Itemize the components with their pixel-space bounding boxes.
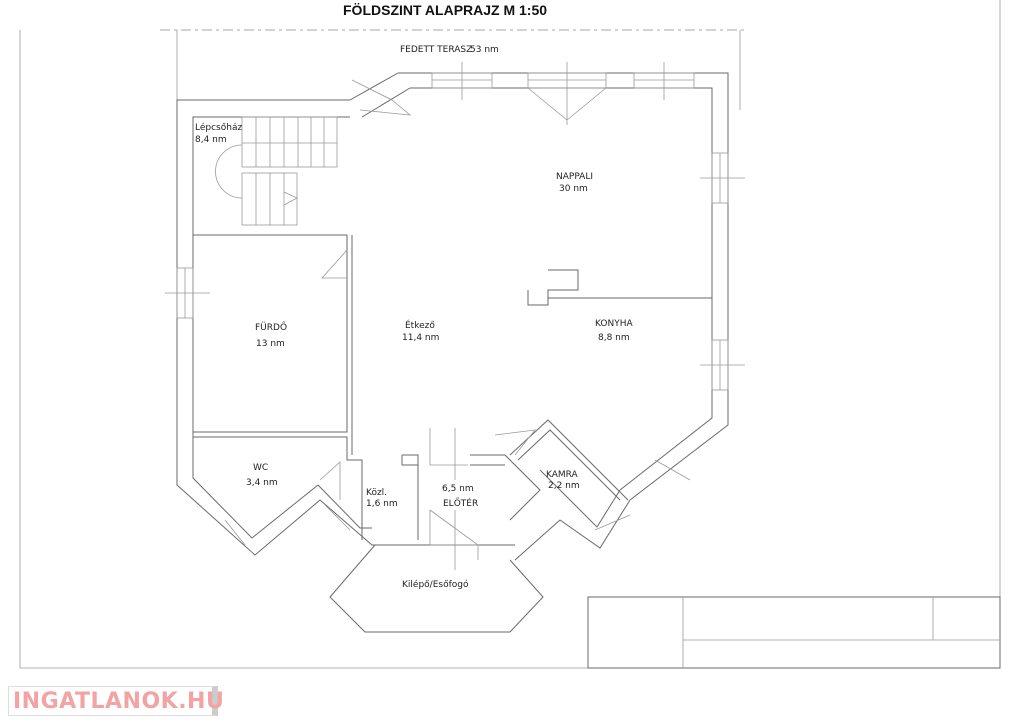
sheet-frame [19,0,1001,669]
plan-title: FÖLDSZINT ALAPRAJZ M 1:50 [343,2,548,18]
watermark-text: INGATLANOK.HU [13,688,225,714]
konyha-area: 8,8 nm [598,333,630,343]
outer-walls [176,72,729,633]
etkezo-area: 11,4 nm [402,333,439,343]
nappali-name: NAPPALI [556,172,593,182]
kozl-name: Közl. [366,488,387,498]
windows [165,62,745,570]
wc-area: 3,4 nm [246,478,278,488]
terasz-name: FEDETT TERASZ [400,45,472,55]
wc-name: WC [253,463,268,473]
konyha-name: KONYHA [595,319,633,329]
title-block [587,596,1001,669]
eloter-area: 6,5 nm [442,484,474,494]
room-labels: FEDETT TERASZ 53 nm Lépcsőház 8,4 nm NAP… [195,45,633,590]
eloter-name: ELŐTÉR [443,497,478,509]
kozl-area: 1,6 nm [366,499,398,509]
etkezo-name: Étkező [405,319,435,331]
watermark-logo: INGATLANOK.HU [8,686,224,716]
nappali-area: 30 nm [559,184,588,194]
kilepo-name: Kilépő/Esőfogó [402,579,469,590]
furdo-name: FÜRDŐ [255,322,287,333]
lepcsohaz-area: 8,4 nm [195,135,227,145]
furdo-area: 13 nm [256,339,285,349]
kamra-name: KAMRA [546,470,579,480]
lepcsohaz-name: Lépcsőház [195,122,242,133]
interior-walls [192,234,712,540]
terasz-area: 53 nm [470,45,499,55]
staircase [215,116,338,226]
kamra-area: 2,2 nm [548,481,580,491]
